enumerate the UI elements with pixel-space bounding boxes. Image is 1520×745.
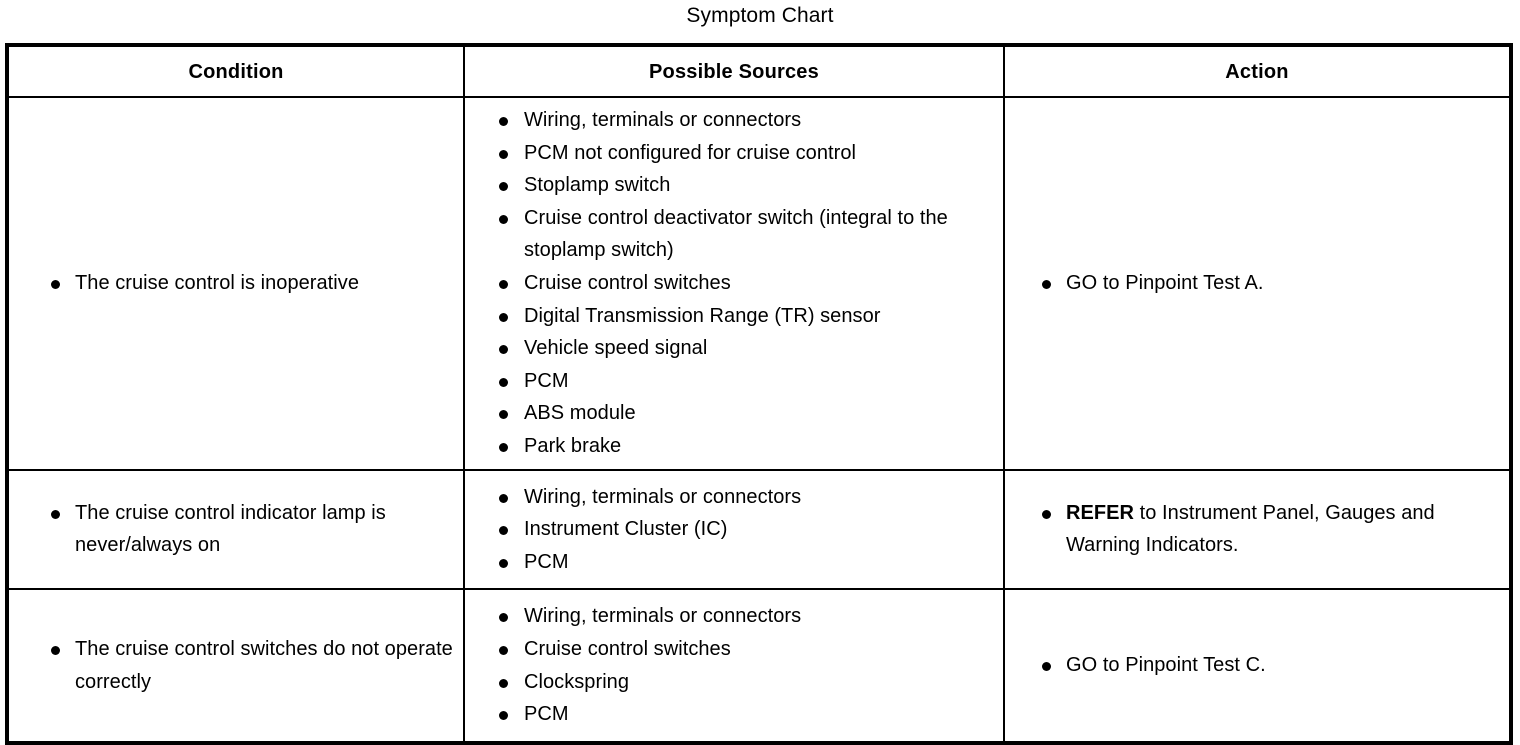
action-list: GO to Pinpoint Test A.: [1009, 267, 1505, 300]
condition-list: The cruise control indicator lamp is nev…: [13, 497, 459, 562]
list-item: Cruise control deactivator switch (integ…: [469, 202, 999, 267]
list-item: Cruise control switches: [469, 267, 999, 300]
action-text: GO to Pinpoint Test A.: [1066, 271, 1264, 294]
table-row: The cruise control is inoperative Wiring…: [6, 96, 1512, 471]
possible-sources-list: Wiring, terminals or connectors Instrume…: [469, 481, 999, 579]
possible-sources-list: Wiring, terminals or connectors PCM not …: [469, 104, 999, 463]
condition-list: The cruise control switches do not opera…: [13, 633, 459, 698]
source-text: ABS module: [524, 402, 636, 425]
source-text: PCM not configured for cruise control: [524, 141, 856, 164]
list-item: Digital Transmission Range (TR) sensor: [469, 300, 999, 333]
column-header-possible-sources: Possible Sources: [463, 44, 1005, 98]
list-item: GO to Pinpoint Test C.: [1009, 649, 1505, 682]
action-lead: REFER: [1066, 501, 1135, 524]
list-item: Instrument Cluster (IC): [469, 513, 999, 546]
source-text: Vehicle speed signal: [524, 337, 708, 360]
list-item: Wiring, terminals or connectors: [469, 481, 999, 514]
source-text: Park brake: [524, 434, 622, 457]
source-text: Wiring, terminals or connectors: [524, 485, 802, 508]
table-row: The cruise control indicator lamp is nev…: [6, 468, 1512, 591]
condition-text: The cruise control is inoperative: [75, 271, 360, 294]
possible-sources-list: Wiring, terminals or connectors Cruise c…: [469, 600, 999, 730]
table-header: Condition Possible Sources Action: [6, 44, 1512, 98]
table-header-row: Condition Possible Sources Action: [6, 44, 1512, 98]
cell-condition: The cruise control indicator lamp is nev…: [6, 468, 465, 591]
source-text: Clockspring: [524, 670, 630, 693]
source-text: PCM: [524, 703, 569, 726]
list-item: ABS module: [469, 397, 999, 430]
list-item: Cruise control switches: [469, 633, 999, 666]
source-text: Wiring, terminals or connectors: [524, 109, 802, 131]
list-item: PCM: [469, 546, 999, 579]
action-list: REFER to Instrument Panel, Gauges and Wa…: [1009, 497, 1505, 562]
list-item: Wiring, terminals or connectors: [469, 104, 999, 137]
column-header-action: Action: [1003, 44, 1512, 98]
cell-action: GO to Pinpoint Test A.: [1003, 96, 1512, 471]
cell-possible-sources: Wiring, terminals or connectors PCM not …: [463, 96, 1005, 471]
condition-list: The cruise control is inoperative: [13, 267, 459, 300]
list-item: Wiring, terminals or connectors: [469, 600, 999, 633]
list-item: The cruise control switches do not opera…: [13, 633, 459, 698]
list-item: REFER to Instrument Panel, Gauges and Wa…: [1009, 497, 1505, 562]
action-text: GO to Pinpoint Test C.: [1066, 654, 1266, 677]
list-item: GO to Pinpoint Test A.: [1009, 267, 1505, 300]
list-item: PCM: [469, 698, 999, 731]
table-row: The cruise control switches do not opera…: [6, 588, 1512, 744]
list-item: The cruise control is inoperative: [13, 267, 459, 300]
cell-condition: The cruise control switches do not opera…: [6, 588, 465, 744]
list-item: PCM not configured for cruise control: [469, 137, 999, 170]
table-body: The cruise control is inoperative Wiring…: [6, 96, 1512, 744]
source-text: PCM: [524, 369, 569, 392]
cell-condition: The cruise control is inoperative: [6, 96, 465, 471]
source-text: Cruise control switches: [524, 271, 731, 294]
cell-action: REFER to Instrument Panel, Gauges and Wa…: [1003, 468, 1512, 591]
condition-text: The cruise control indicator lamp is nev…: [75, 501, 386, 557]
cell-action: GO to Pinpoint Test C.: [1003, 588, 1512, 744]
list-item: The cruise control indicator lamp is nev…: [13, 497, 459, 562]
source-text: Cruise control switches: [524, 637, 731, 660]
action-list: GO to Pinpoint Test C.: [1009, 649, 1505, 682]
source-text: Instrument Cluster (IC): [524, 518, 728, 541]
page-title: Symptom Chart: [686, 4, 834, 27]
condition-text: The cruise control switches do not opera…: [75, 637, 453, 693]
source-text: Stoplamp switch: [524, 174, 671, 197]
source-text: Digital Transmission Range (TR) sensor: [524, 304, 881, 327]
cell-possible-sources: Wiring, terminals or connectors Cruise c…: [463, 588, 1005, 744]
source-text: Cruise control deactivator switch (integ…: [524, 206, 948, 262]
symptom-chart-table: Condition Possible Sources Action The cr…: [5, 43, 1513, 745]
list-item: Park brake: [469, 430, 999, 463]
list-item: Stoplamp switch: [469, 169, 999, 202]
cell-possible-sources: Wiring, terminals or connectors Instrume…: [463, 468, 1005, 591]
column-header-condition: Condition: [6, 44, 465, 98]
list-item: Clockspring: [469, 666, 999, 699]
source-text: PCM: [524, 550, 569, 573]
source-text: Wiring, terminals or connectors: [524, 605, 802, 628]
action-text: to Instrument Panel, Gauges and Warning …: [1066, 501, 1435, 557]
list-item: Vehicle speed signal: [469, 332, 999, 365]
list-item: PCM: [469, 365, 999, 398]
